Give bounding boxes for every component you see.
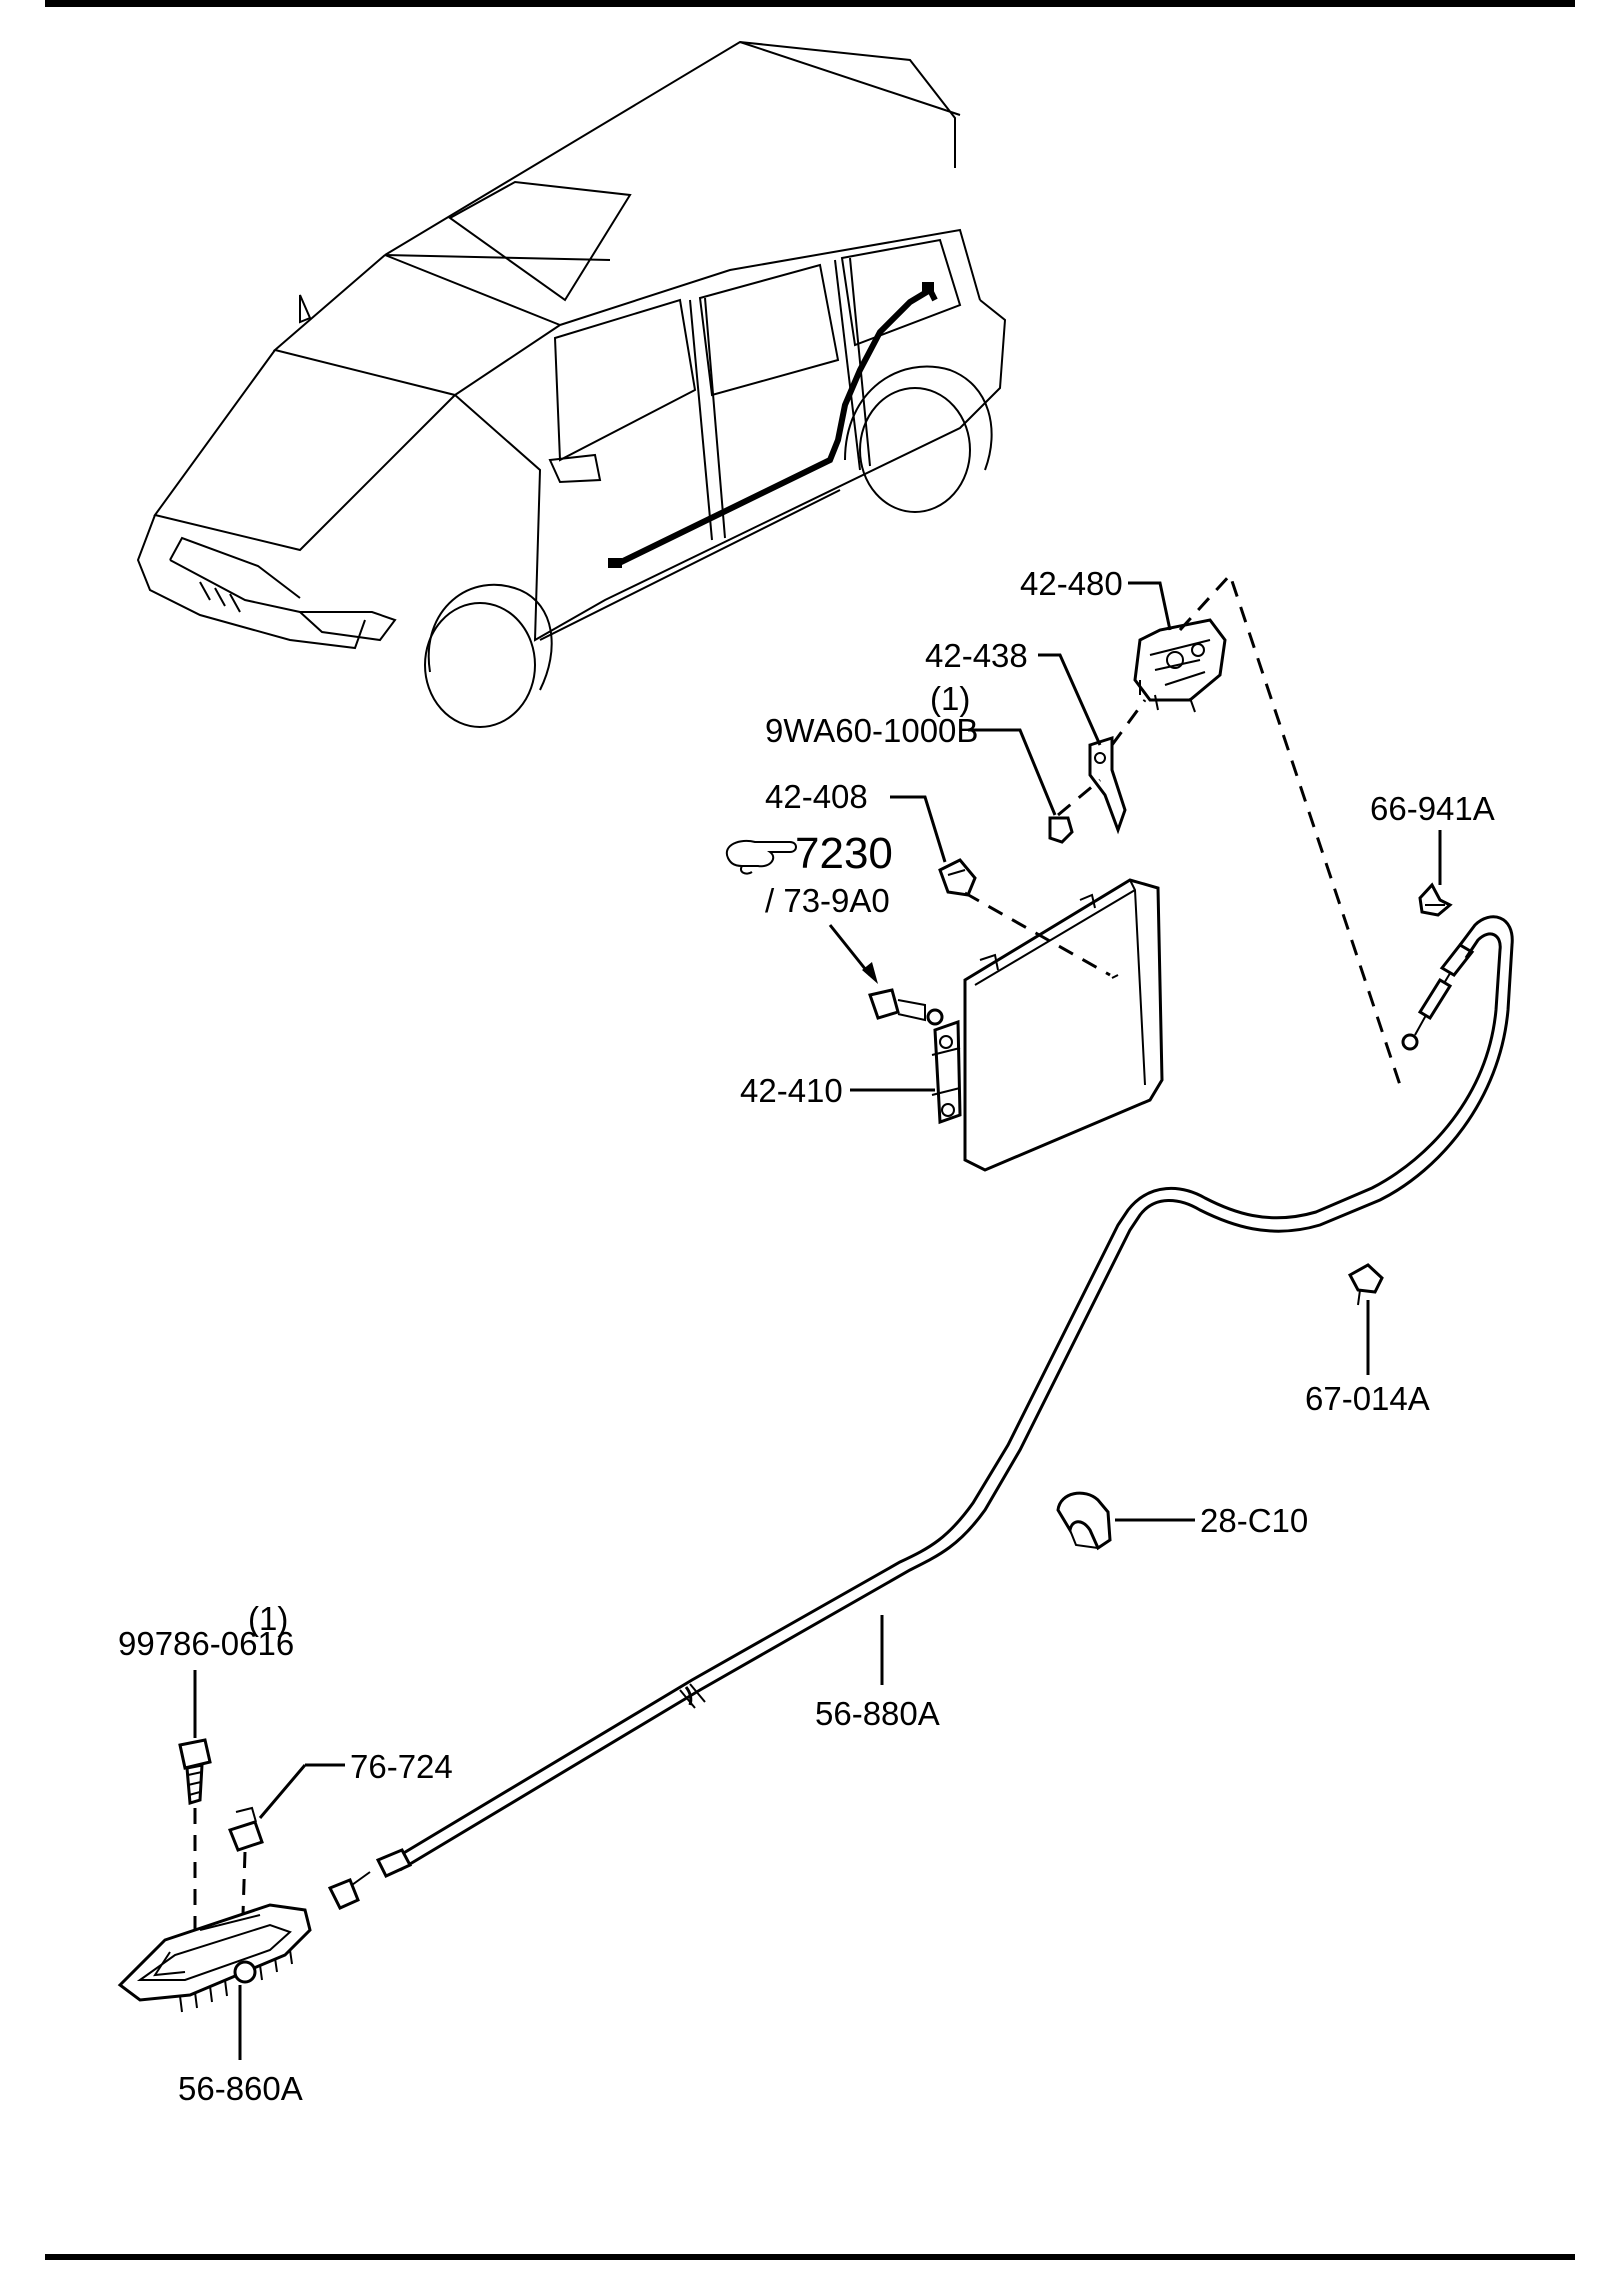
cable-end-front [608, 558, 622, 568]
reference-73-9a0: / 73-9A0 [765, 882, 890, 919]
screw-99786-0616 [178, 1738, 212, 1805]
clamp-28-c10 [1056, 1491, 1112, 1551]
alignment-actuator-to-cable [1178, 572, 1402, 1086]
alignment-clip-to-handle [240, 1851, 247, 1946]
leader-76-724 [258, 1763, 345, 1819]
pointing-hand-icon [725, 839, 797, 875]
leader-reference [828, 924, 872, 976]
alignment-bolt-to-bracket [1057, 778, 1101, 817]
callout-67-014a: 67-014A [1305, 1380, 1430, 1417]
callout-56-880a: 56-880A [815, 1695, 940, 1732]
clip-67-014a [1347, 1263, 1384, 1306]
arrowhead-reference [862, 962, 878, 984]
callout-42-438: 42-438 [925, 637, 1028, 674]
callout-9wa60-1000b: 9WA60-1000B [765, 712, 978, 749]
callout-56-860a: 56-860A [178, 2070, 303, 2107]
top-rule [45, 0, 1575, 7]
actuator-42-480 [1133, 618, 1227, 713]
leader-9wa60 [968, 728, 1057, 816]
leader-42-408 [890, 795, 947, 863]
cable-end-rear [922, 282, 934, 294]
bracket-42-438 [1088, 735, 1127, 835]
alignment-cap-to-lid [964, 891, 1111, 977]
handle-56-860a [117, 1903, 312, 2013]
callout-qty-bolt: (1) [930, 680, 970, 717]
clip-66-941a [1418, 882, 1453, 917]
callout-99786-0616: 99786-0616 [118, 1625, 294, 1662]
cap-42-408 [938, 858, 977, 897]
callout-42-480: 42-480 [1020, 565, 1123, 602]
leader-42-480 [1128, 581, 1172, 631]
bolt-9wa60-1000b [1048, 816, 1074, 844]
bottom-rule [45, 2254, 1575, 2260]
callout-42-408: 42-408 [765, 778, 868, 815]
fuel-lid-42-410 [931, 878, 1164, 1172]
callout-qty-screw: (1) [248, 1600, 288, 1637]
cable-56-880a [327, 915, 1514, 1910]
leader-42-438 [1038, 653, 1102, 746]
vehicle-illustration [136, 40, 1007, 728]
lid-latch-parts [868, 988, 944, 1026]
callout-76-724: 76-724 [350, 1748, 453, 1785]
cable-routing-on-vehicle [613, 285, 938, 568]
callout-66-941a: 66-941A [1370, 790, 1495, 827]
alignment-bracket-to-actuator [1110, 699, 1147, 746]
reference-7230: 7230 [795, 829, 893, 878]
clip-76-724 [228, 1806, 264, 1852]
callout-28-c10: 28-C10 [1200, 1502, 1308, 1539]
callout-42-410: 42-410 [740, 1072, 843, 1109]
